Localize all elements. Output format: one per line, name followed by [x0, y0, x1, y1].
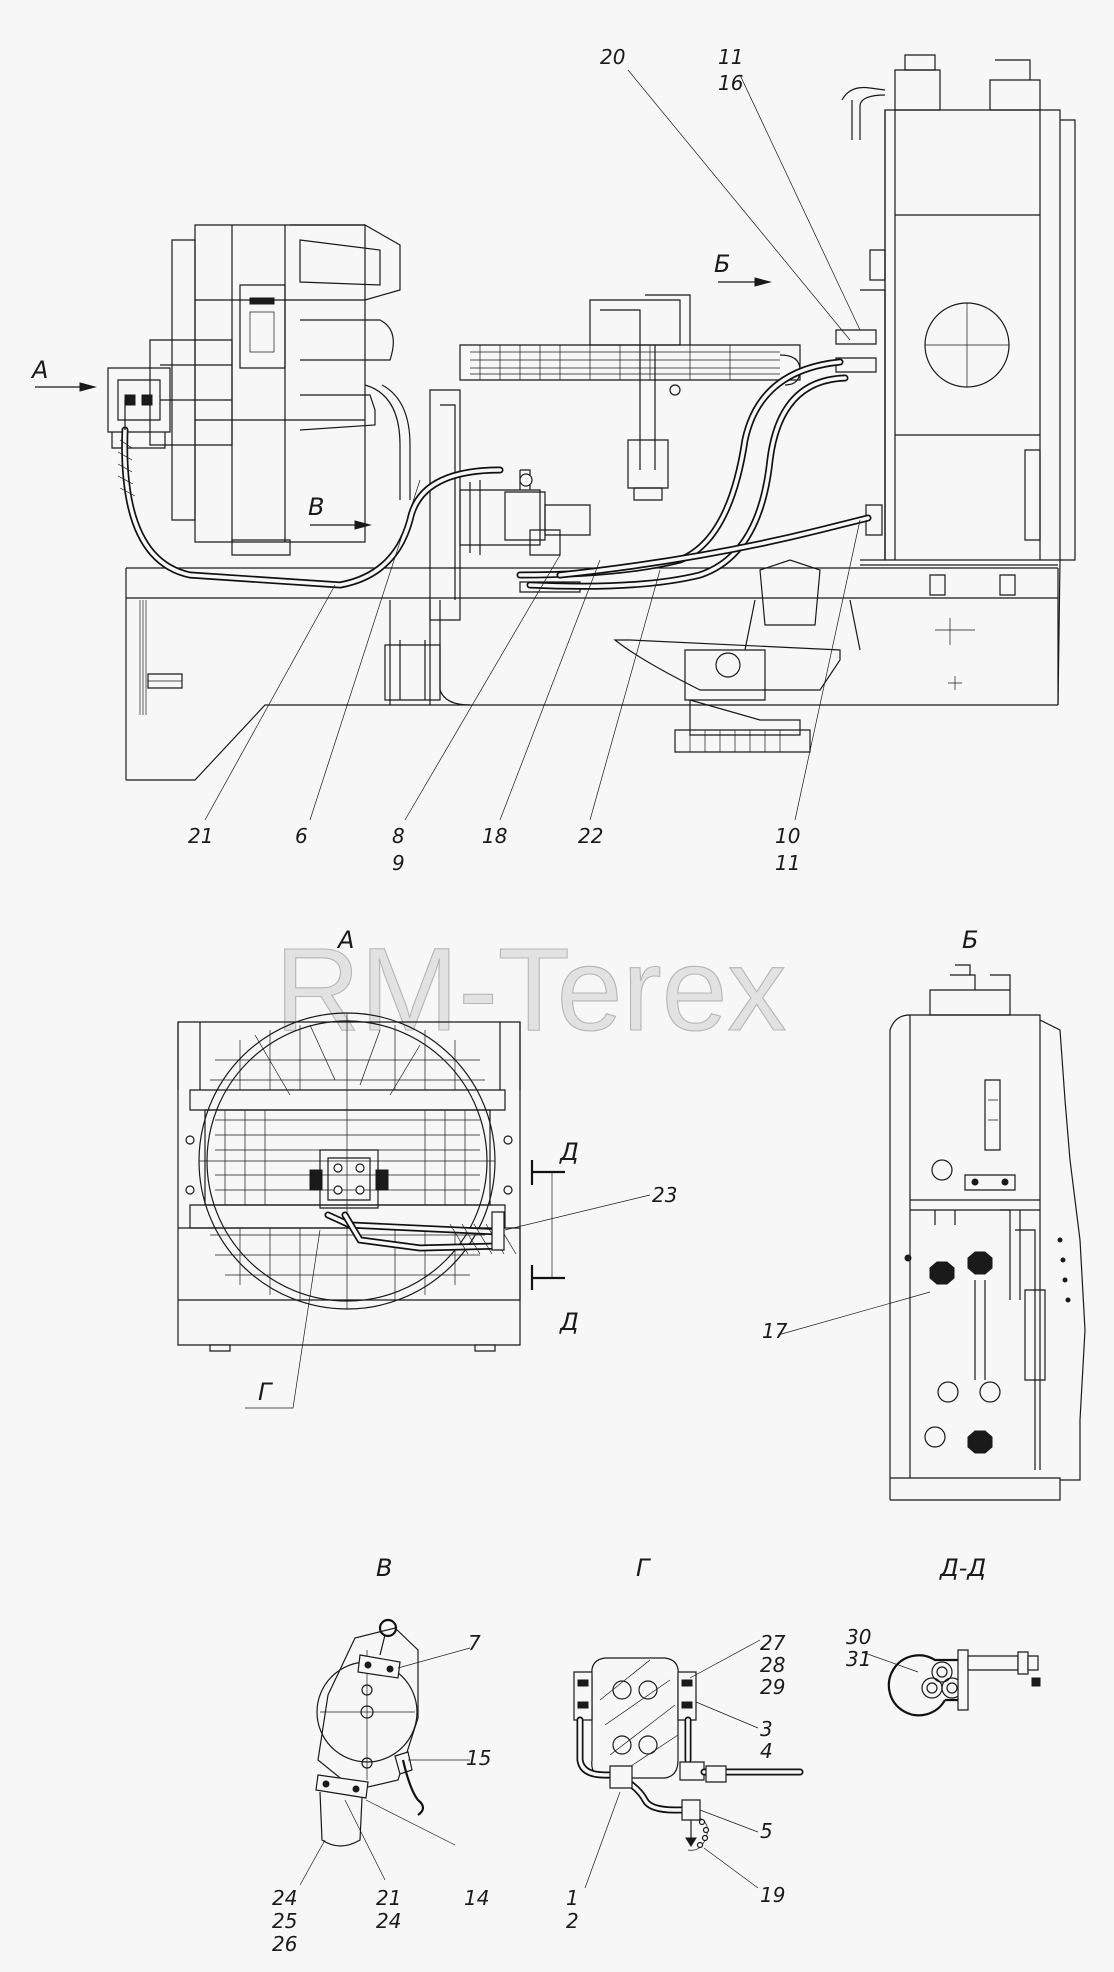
callout-11-bottom: 11	[775, 851, 800, 875]
callout-7: 7	[468, 1631, 481, 1655]
view-title-b: Б	[962, 926, 978, 954]
view-a-radiator	[177, 1012, 651, 1409]
callout-14: 14	[464, 1886, 489, 1910]
arrow-label-a: А	[30, 356, 48, 384]
callout-15: 15	[466, 1746, 491, 1770]
callout-2: 2	[566, 1909, 579, 1933]
callout-10: 10	[775, 824, 800, 848]
callout-19: 19	[760, 1883, 785, 1907]
callout-26: 26	[272, 1932, 297, 1956]
arrow-label-b: Б	[714, 250, 730, 278]
callout-17: 17	[762, 1319, 788, 1343]
callout-8: 8	[392, 824, 405, 848]
watermark: RM-Terex	[275, 924, 786, 1056]
callout-20: 20	[600, 45, 625, 69]
callout-24-v: 24	[376, 1909, 401, 1933]
callout-22: 22	[578, 824, 603, 848]
view-title-v: В	[376, 1554, 392, 1582]
section-mark-d-top: Д	[559, 1138, 579, 1166]
section-mark-d-bottom: Д	[559, 1308, 579, 1336]
callout-25: 25	[272, 1909, 297, 1933]
callout-29: 29	[760, 1675, 785, 1699]
callout-30: 30	[846, 1625, 871, 1649]
callout-24-left: 24	[272, 1886, 297, 1910]
view-g-fittings	[573, 1639, 804, 1889]
view-v-pump	[299, 1618, 471, 1886]
arrow-label-v: В	[308, 493, 324, 521]
view-b-tank	[777, 964, 1086, 1501]
callout-3: 3	[760, 1717, 773, 1741]
callout-1: 1	[566, 1886, 579, 1910]
main-view	[35, 54, 1076, 821]
detail-mark-g: Г	[258, 1378, 273, 1406]
callout-6: 6	[295, 824, 308, 848]
view-title-dd: Д-Д	[939, 1554, 986, 1582]
callout-9: 9	[392, 851, 405, 875]
callout-23: 23	[652, 1183, 677, 1207]
view-title-a: А	[336, 926, 354, 954]
callout-5: 5	[760, 1819, 773, 1843]
view-dd-clamp	[861, 1649, 1041, 1717]
callout-21-v: 21	[376, 1886, 401, 1910]
callout-31: 31	[846, 1647, 871, 1671]
view-title-g: Г	[636, 1554, 651, 1582]
callout-4: 4	[760, 1739, 773, 1763]
callout-21: 21	[188, 824, 213, 848]
callout-11-top: 11	[718, 45, 743, 69]
callout-16: 16	[718, 71, 743, 95]
callout-18: 18	[482, 824, 507, 848]
callout-27: 27	[760, 1631, 786, 1655]
callout-28: 28	[760, 1653, 785, 1677]
